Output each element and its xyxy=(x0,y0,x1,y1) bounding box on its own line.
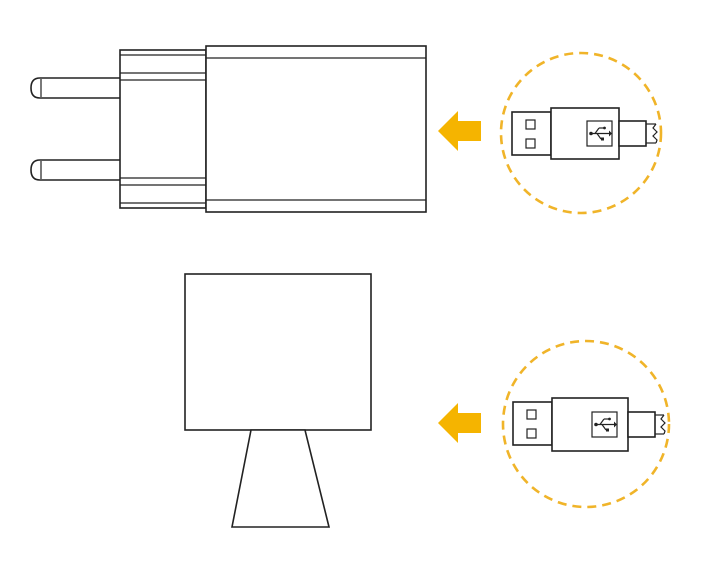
usb-a-cable-plug xyxy=(511,107,658,160)
charger-body xyxy=(205,45,427,213)
computer-monitor xyxy=(184,273,372,528)
charger-plug-base xyxy=(119,49,207,209)
usb-plug-callout xyxy=(499,51,663,215)
insert-arrow-left xyxy=(438,403,481,443)
charger-prong-bottom xyxy=(30,159,120,181)
usb-symbol-icon xyxy=(589,126,612,141)
wall-charger-adapter xyxy=(30,45,427,213)
usb-symbol-icon xyxy=(594,417,617,432)
insert-arrow-left xyxy=(438,111,481,151)
monitor-screen xyxy=(184,273,372,431)
usb-a-cable-plug xyxy=(512,397,666,452)
charger-prong-top xyxy=(30,77,120,99)
monitor-stand xyxy=(231,429,331,528)
usb-plug-callout xyxy=(501,339,671,509)
